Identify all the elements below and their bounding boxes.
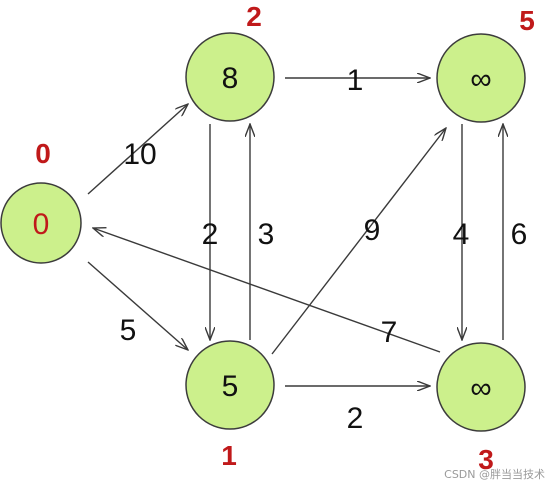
node-5-id-label: 5 xyxy=(519,5,535,36)
weight-2-to-1: 2 xyxy=(202,218,219,251)
node-0-id-label: 0 xyxy=(35,138,51,169)
node-1-id-label: 1 xyxy=(221,440,237,471)
node-1-circle xyxy=(185,340,275,430)
edge-1-to-5 xyxy=(271,128,446,355)
weight-5-to-3: 4 xyxy=(453,218,470,251)
node-0: 0 0 xyxy=(0,138,82,264)
node-5-circle xyxy=(436,33,526,123)
weight-0-to-1: 5 xyxy=(120,314,137,347)
node-2-id-label: 2 xyxy=(246,1,262,32)
edges xyxy=(87,78,503,386)
node-3-id-label: 3 xyxy=(478,444,494,475)
weight-3-to-0: 7 xyxy=(381,316,398,349)
node-3: ∞ 3 xyxy=(436,342,526,475)
node-3-circle xyxy=(436,342,526,432)
weight-0-to-2: 10 xyxy=(123,138,156,171)
edge-weights: 10 5 1 2 3 9 2 4 6 7 xyxy=(120,64,528,435)
node-2-value: 8 xyxy=(222,62,239,95)
node-1-value: 5 xyxy=(222,370,239,403)
edge-0-to-1 xyxy=(87,261,188,350)
weight-2-to-5: 1 xyxy=(347,64,364,97)
edge-3-to-0 xyxy=(93,228,441,353)
node-5: ∞ 5 xyxy=(436,5,535,123)
node-1: 5 1 xyxy=(185,340,275,471)
node-2-circle xyxy=(185,32,275,122)
node-3-value: ∞ xyxy=(470,372,491,405)
watermark-text: CSDN @胖当当技术 xyxy=(444,467,545,481)
weight-3-to-5: 6 xyxy=(511,218,528,251)
weight-1-to-2: 3 xyxy=(258,218,275,251)
node-2: 8 2 xyxy=(185,1,275,122)
weight-1-to-3: 2 xyxy=(347,402,364,435)
node-0-circle xyxy=(0,182,82,264)
edge-0-to-2 xyxy=(87,104,188,195)
weight-1-to-5: 9 xyxy=(364,214,381,247)
node-5-value: ∞ xyxy=(470,63,491,96)
node-0-value: 0 xyxy=(33,208,50,241)
